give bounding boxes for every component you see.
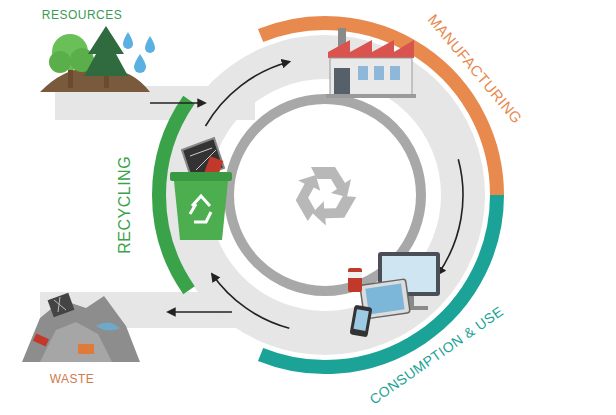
devices-illustration bbox=[348, 252, 440, 337]
factory-illustration bbox=[326, 28, 416, 98]
recycling-bin bbox=[170, 138, 232, 240]
arc-label: MANUFACTURING bbox=[425, 11, 526, 127]
flow-arrows bbox=[150, 62, 463, 329]
arc-label: CONSUMPTION & USE bbox=[367, 304, 506, 408]
flow-band bbox=[40, 57, 463, 333]
waste-pile bbox=[22, 293, 140, 362]
recycle-symbol bbox=[288, 167, 356, 232]
arc-label: RECYCLING bbox=[116, 156, 134, 254]
stage-label: RESOURCES bbox=[42, 9, 123, 22]
stage-label: WASTE bbox=[50, 373, 95, 386]
resources-illustration bbox=[40, 26, 155, 92]
